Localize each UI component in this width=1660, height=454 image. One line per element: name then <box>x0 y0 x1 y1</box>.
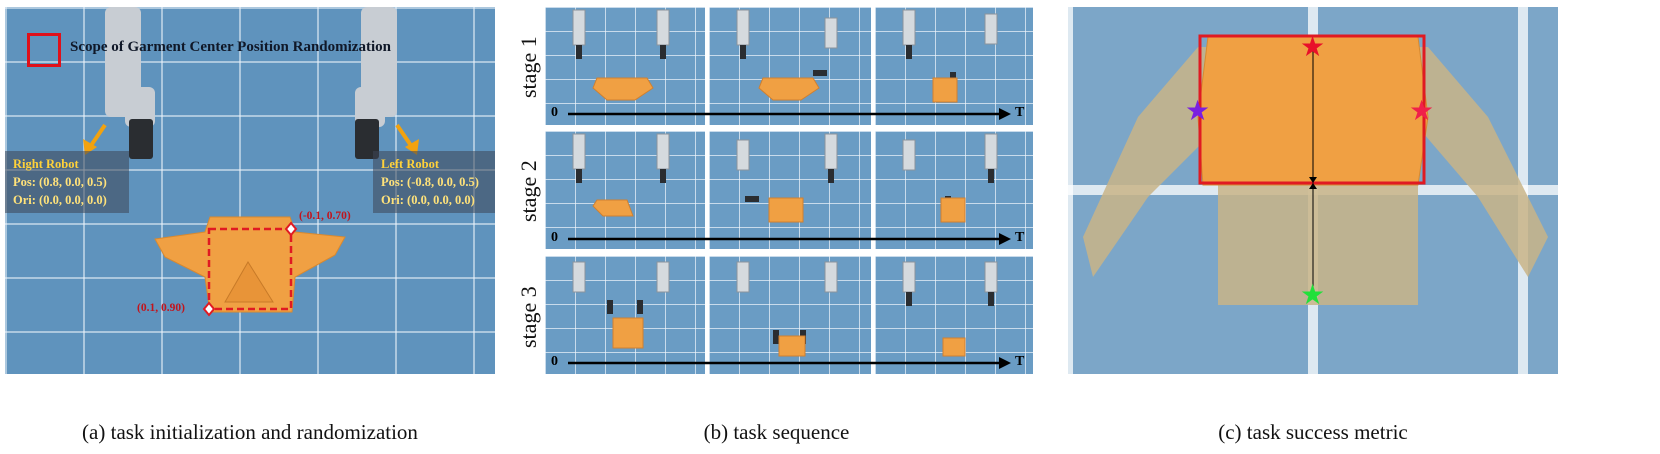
right-robot-info: Right Robot Pos: (0.8, 0.0, 0.5) Ori: (0… <box>5 151 129 213</box>
success-bounding-box <box>1198 34 1426 185</box>
corner-top-label: (-0.1, 0.70) <box>299 210 351 222</box>
corner-bottom-label: (0.1, 0.90) <box>137 302 185 314</box>
stage-1-frame-1 <box>545 7 705 125</box>
caption-c: (c) task success metric <box>1218 420 1408 444</box>
stage-3-end: T <box>1015 354 1025 369</box>
stage-2-frame-3 <box>875 131 1033 249</box>
stage-2-frame-2 <box>709 131 871 249</box>
stage-2-label: stage 2 <box>516 160 541 222</box>
legend-red-square <box>27 33 61 67</box>
stage-3-label: stage 3 <box>516 286 541 348</box>
caption-b: (b) task sequence <box>703 420 850 444</box>
stage-1-frame-3 <box>875 7 1033 125</box>
corner-bottom-marker <box>202 301 216 317</box>
legend-text: Scope of Garment Center Position Randomi… <box>70 39 391 55</box>
left-robot-pos: Pos: (-0.8, 0.0, 0.5) <box>381 175 479 189</box>
top-star-icon: ★ <box>1300 32 1326 63</box>
left-star-icon: ★ <box>1185 96 1211 127</box>
right-star-icon: ★ <box>1409 96 1435 127</box>
stage-sequence-drawing <box>568 9 1011 369</box>
success-metric-drawing <box>1068 7 1558 374</box>
left-robot-info: Left Robot Pos: (-0.8, 0.0, 0.5) Ori: (0… <box>373 151 495 213</box>
corner-top-marker <box>284 221 298 237</box>
panel-a-scene: Scope of Garment Center Position Randomi… <box>5 7 495 374</box>
bottom-star-icon: ★ <box>1300 280 1326 311</box>
randomization-scope-rect <box>207 227 293 311</box>
stage-3-start: 0 <box>551 354 558 369</box>
caption-a: (a) task initialization and randomizatio… <box>82 420 418 444</box>
stage-2-end: T <box>1015 230 1025 245</box>
stage-3-frame-1 <box>545 256 705 374</box>
stage-2-frame-1 <box>545 131 705 249</box>
right-robot-gripper <box>129 119 153 159</box>
stage-1-label: stage 1 <box>516 36 541 98</box>
stage-3-frame-2 <box>709 256 871 374</box>
right-robot-title: Right Robot <box>13 157 79 171</box>
panel-c-scene: ★ ★ ★ ★ <box>1068 7 1558 374</box>
stage-1-end: T <box>1015 105 1025 120</box>
right-robot-pos: Pos: (0.8, 0.0, 0.5) <box>13 175 107 189</box>
right-robot-ori: Ori: (0.0, 0.0, 0.0) <box>13 193 107 207</box>
stage-1-frame-2 <box>709 7 871 125</box>
stage-1-start: 0 <box>551 105 558 120</box>
left-robot-ori: Ori: (0.0, 0.0, 0.0) <box>381 193 475 207</box>
left-robot-title: Left Robot <box>381 157 439 171</box>
stage-2-start: 0 <box>551 230 558 245</box>
